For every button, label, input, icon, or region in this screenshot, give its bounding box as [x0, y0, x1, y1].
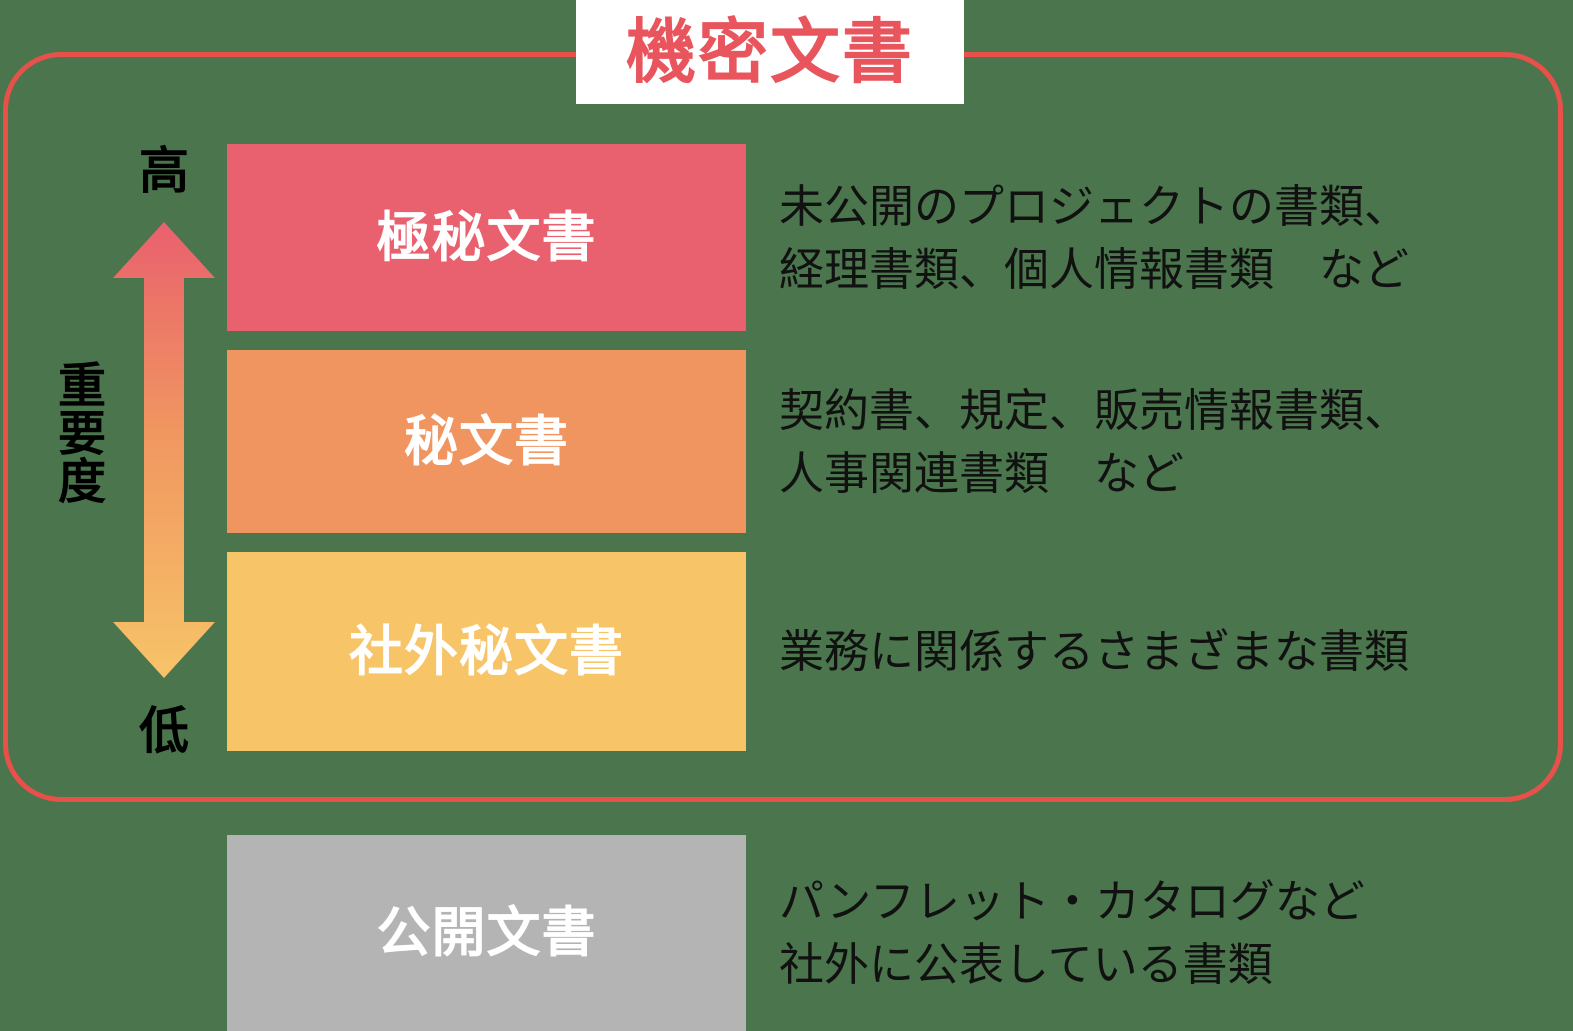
- desc-line: 経理書類、個人情報書類 など: [779, 243, 1410, 295]
- axis-high-label: 高: [139, 143, 189, 199]
- tier-description-internal-only: 業務に関係するさまざまな書類: [779, 620, 1409, 683]
- tier-row-internal-only: 社外秘文書 業務に関係するさまざまな書類: [227, 552, 1409, 751]
- desc-line: 社外に公表している書類: [779, 939, 1273, 990]
- desc-line: 人事関連書類 など: [779, 447, 1185, 499]
- desc-line: パンフレット・カタログなど: [779, 876, 1365, 927]
- tier-chip-internal-only: 社外秘文書: [227, 552, 746, 751]
- tier-chip-label: 公開文書: [376, 903, 597, 963]
- tier-chip-label: 秘文書: [404, 411, 569, 472]
- tier-row-top-secret: 極秘文書 未公開のプロジェクトの書類、 経理書類、個人情報書類 など: [227, 144, 1409, 331]
- tier-chip-top-secret: 極秘文書: [227, 144, 746, 331]
- tier-row-public: 公開文書 パンフレット・カタログなど 社外に公表している書類: [227, 835, 1365, 1031]
- tier-description-secret: 契約書、規定、販売情報書類、 人事関連書類 など: [779, 379, 1409, 505]
- desc-line: 契約書、規定、販売情報書類、: [779, 384, 1410, 436]
- tier-row-secret: 秘文書 契約書、規定、販売情報書類、 人事関連書類 など: [227, 350, 1409, 533]
- axis-name-importance: 重要度: [50, 360, 103, 504]
- desc-line: 未公開のプロジェクトの書類、: [779, 180, 1410, 232]
- diagram-title-chip: 機密文書: [576, 0, 964, 104]
- tier-chip-public: 公開文書: [227, 835, 746, 1031]
- tier-description-top-secret: 未公開のプロジェクトの書類、 経理書類、個人情報書類 など: [779, 175, 1409, 301]
- diagram-title: 機密文書: [626, 13, 914, 91]
- tier-chip-label: 社外秘文書: [349, 621, 624, 682]
- tier-chip-label: 極秘文書: [376, 207, 597, 268]
- importance-double-arrow-icon: [113, 222, 215, 678]
- axis-low-label: 低: [139, 703, 189, 759]
- desc-line: 業務に関係するさまざまな書類: [779, 626, 1410, 677]
- tier-description-public: パンフレット・カタログなど 社外に公表している書類: [779, 870, 1365, 996]
- tier-chip-secret: 秘文書: [227, 350, 746, 533]
